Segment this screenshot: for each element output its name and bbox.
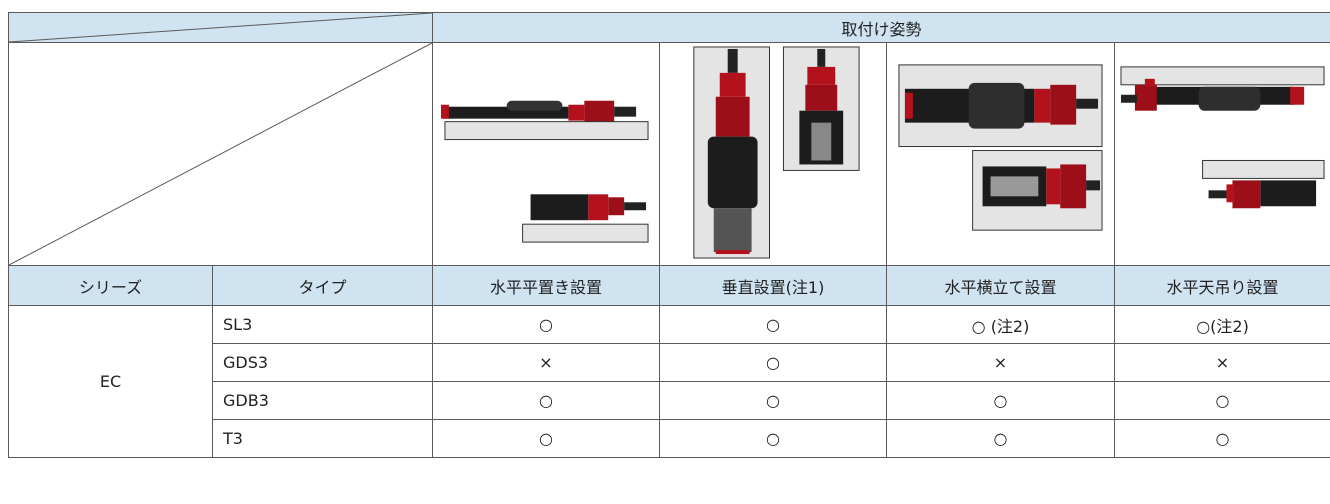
- col-horizontal-side-header: 水平横立て設置: [886, 265, 1115, 306]
- header-diagonal-cell: [8, 12, 433, 43]
- col-type-header: タイプ: [212, 265, 433, 306]
- mounting-orientation-table: 取付け姿勢: [8, 12, 1330, 458]
- actuator-long-image: [440, 100, 649, 141]
- value-cell: ×: [1113, 343, 1330, 382]
- value-cell: ×: [432, 343, 660, 382]
- value-cell: ○: [432, 381, 660, 420]
- horizontal-flat-illustration: [432, 42, 660, 266]
- table-row: GDB3 ○ ○ ○ ○: [9, 381, 1330, 420]
- value-cell: ○: [659, 343, 887, 382]
- horizontal-side-illustration: [886, 42, 1115, 266]
- vertical-illustration: [659, 42, 887, 266]
- value-cell: ○: [432, 305, 660, 344]
- actuator-short-image: [522, 194, 649, 243]
- value-cell: ○: [886, 381, 1115, 420]
- horizontal-ceiling-illustration: [1113, 42, 1330, 266]
- value-cell: ○: [659, 381, 887, 420]
- col-series-header: シリーズ: [8, 265, 213, 306]
- value-cell: ○: [1113, 381, 1330, 420]
- col-horizontal-flat-header: 水平平置き設置: [432, 265, 660, 306]
- col-horizontal-ceiling-header: 水平天吊り設置: [1113, 265, 1330, 306]
- value-cell: ×: [886, 343, 1115, 382]
- type-cell: GDB3: [212, 381, 433, 420]
- type-cell: T3: [212, 419, 433, 458]
- value-cell: ○: [432, 419, 660, 458]
- value-cell: ○: [1113, 419, 1330, 458]
- table-row: GDS3 × ○ × ×: [9, 343, 1330, 382]
- value-cell: ○: [659, 419, 887, 458]
- value-cell: ○ (注2): [886, 305, 1115, 344]
- table-row: T3 ○ ○ ○ ○: [9, 419, 1330, 458]
- series-cell: EC: [8, 305, 213, 458]
- table-row: EC SL3 ○ ○ ○ (注2) ○(注2): [8, 305, 1330, 458]
- value-cell: ○(注2): [1113, 305, 1330, 344]
- col-vertical-header: 垂直設置(注1): [659, 265, 887, 306]
- type-cell: SL3: [212, 305, 433, 344]
- mounting-orientation-title: 取付け姿勢: [431, 12, 1330, 43]
- type-cell: GDS3: [212, 343, 433, 382]
- image-row-diagonal-cell: [8, 42, 433, 266]
- value-cell: ○: [886, 419, 1115, 458]
- value-cell: ○: [659, 305, 887, 344]
